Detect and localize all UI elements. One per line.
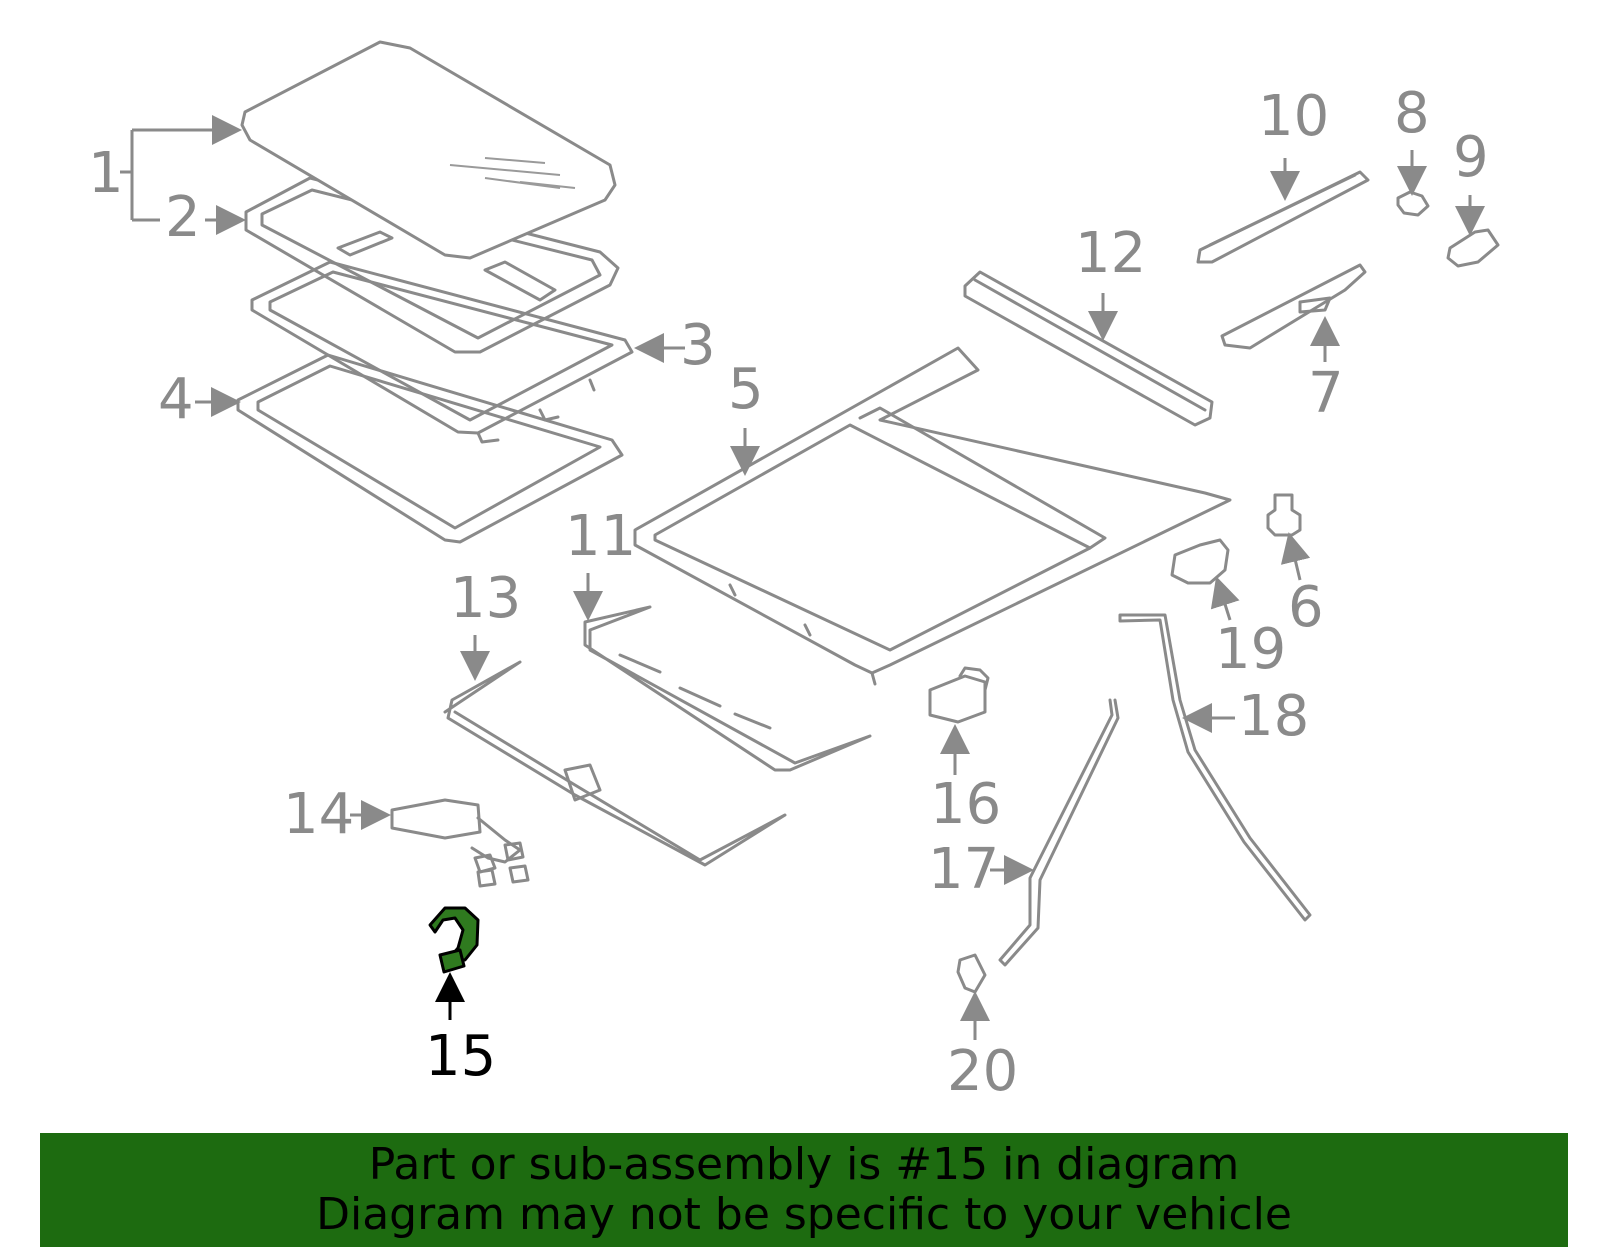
banner-line-disclaimer: Diagram may not be specific to your vehi… (316, 1189, 1292, 1240)
part-1-glass-panel (240, 40, 617, 260)
part-6-bolt (1266, 493, 1302, 537)
callout-19: 19 (1215, 617, 1286, 682)
callout-10: 10 (1258, 84, 1329, 149)
part-15-harness (428, 906, 480, 974)
leader-6 (1280, 532, 1311, 581)
part-13-guide (443, 660, 787, 867)
part-19-bracket (1170, 538, 1230, 585)
part-11-deflector (583, 605, 872, 772)
part-8-clip (1396, 190, 1430, 217)
callout-7: 7 (1308, 361, 1344, 426)
part-20-grommet (956, 953, 987, 994)
callout-15: 15 (425, 1024, 496, 1089)
callout-16: 16 (930, 772, 1001, 837)
callout-6: 6 (1288, 575, 1324, 640)
part-info-banner: Part or sub-assembly is #15 in diagram D… (40, 1133, 1568, 1247)
leader-19 (1210, 576, 1240, 621)
part-18-drain-hose (1118, 613, 1312, 922)
callout-12: 12 (1075, 221, 1146, 286)
callout-4: 4 (158, 367, 194, 432)
banner-line-part: Part or sub-assembly is #15 in diagram (368, 1139, 1240, 1190)
callout-14: 14 (283, 782, 354, 847)
callout-13: 13 (450, 566, 521, 631)
part-14-motor (390, 798, 530, 888)
sunroof-parts-diagram: 1 2 3 4 5 6 7 8 9 10 11 12 13 14 15 16 1… (88, 40, 1500, 1104)
callout-20: 20 (947, 1039, 1018, 1104)
callout-11: 11 (565, 504, 636, 569)
part-12-rail (963, 270, 1214, 427)
callout-17: 17 (928, 837, 999, 902)
part-5-main-frame (633, 346, 1232, 686)
part-17-drain-hose (998, 698, 1120, 967)
part-16-connector (928, 666, 990, 724)
leader-1 (120, 130, 236, 222)
part-3-frame (250, 260, 634, 444)
callout-5: 5 (728, 357, 764, 422)
callout-8: 8 (1394, 81, 1430, 146)
part-7-bracket (1220, 263, 1367, 350)
callout-2: 2 (165, 185, 201, 250)
callout-3: 3 (680, 313, 716, 378)
callout-1: 1 (88, 141, 124, 206)
part-10-arm (1196, 170, 1370, 264)
part-9-clip (1446, 228, 1500, 268)
callout-18: 18 (1238, 684, 1309, 749)
callout-9: 9 (1453, 125, 1489, 190)
